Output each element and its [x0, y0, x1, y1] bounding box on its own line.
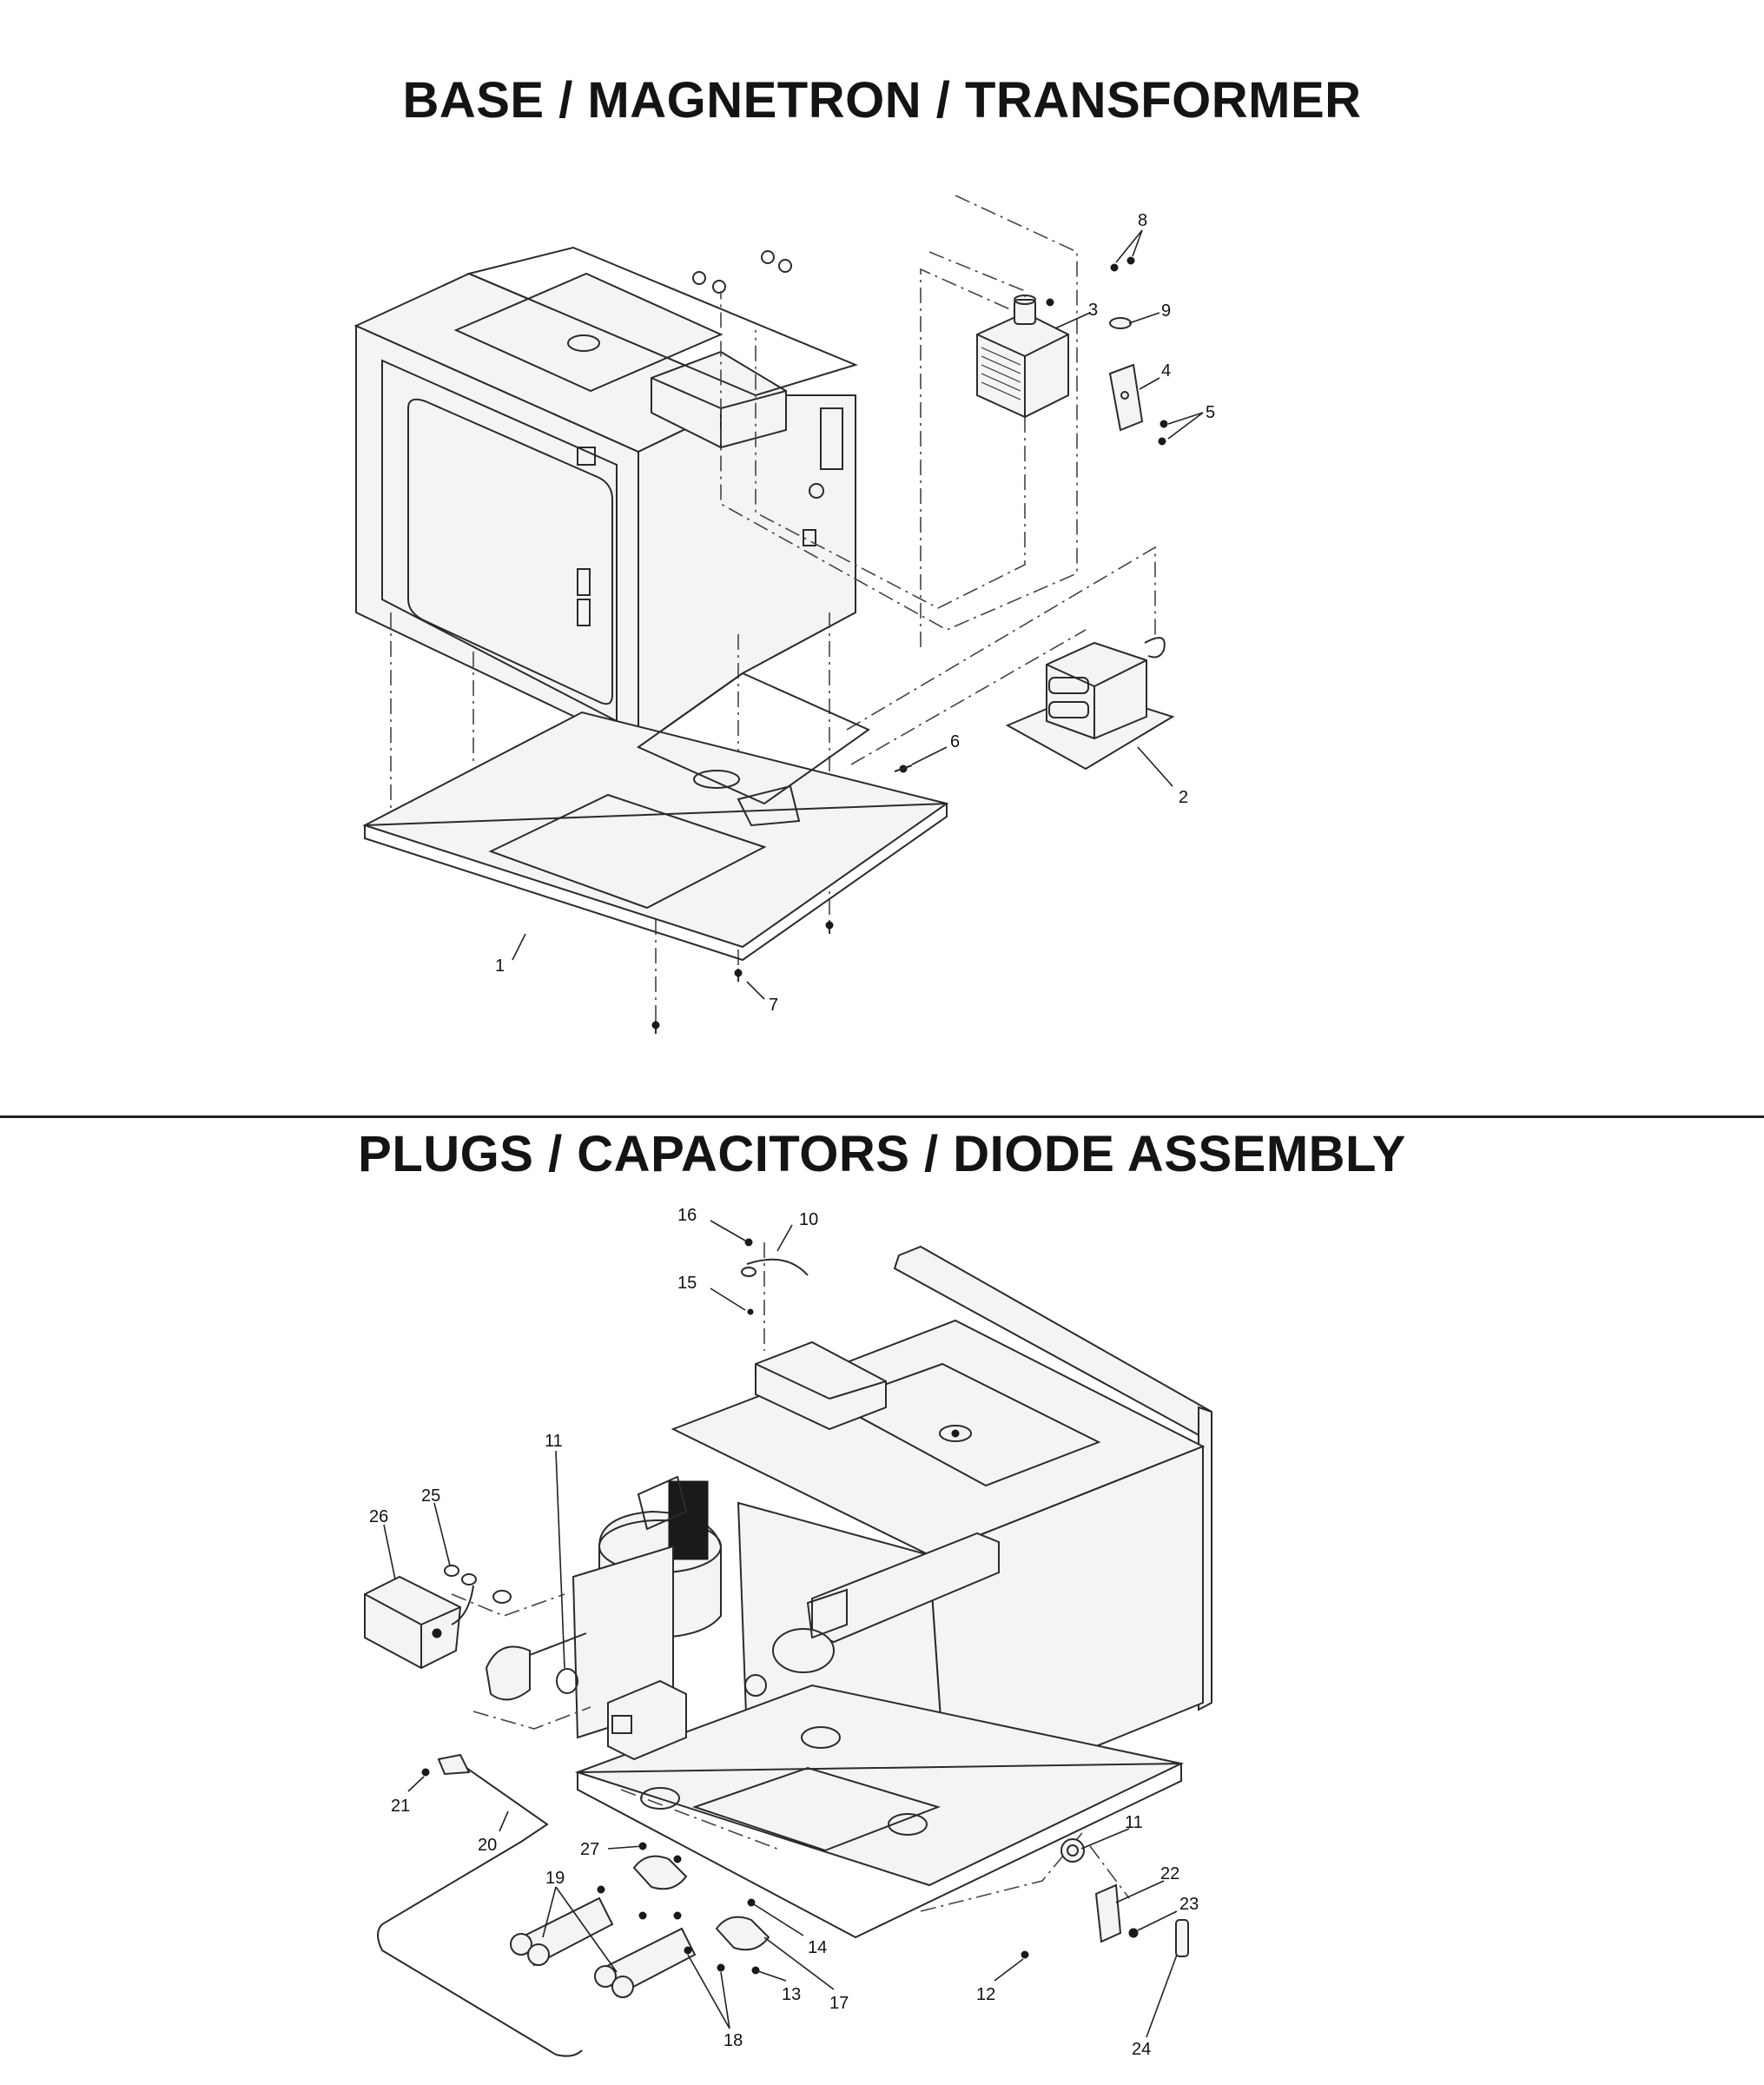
terminal-cover-part-26	[364, 1575, 462, 1670]
wire-and-screws-10-15-16	[741, 1238, 809, 1315]
callout-3: 3	[1088, 301, 1098, 320]
callout-2: 2	[1179, 788, 1188, 807]
callout-1: 1	[495, 956, 505, 976]
exploded-view-lines-bottom	[451, 1242, 1130, 1912]
thermal-cutout-part-9	[1109, 317, 1132, 329]
plug-part-11-left	[485, 1632, 587, 1701]
screw-parts-top	[651, 764, 913, 1034]
callout-14: 14	[808, 1938, 827, 1957]
section-title-plugs-capacitors-diode: PLUGS / CAPACITORS / DIODE ASSEMBLY	[358, 1126, 1406, 1182]
diode-assembly-motor	[744, 1588, 848, 1697]
section-title-base-magnetron-transformer: BASE / MAGNETRON / TRANSFORMER	[402, 72, 1362, 129]
callouts-bottom: 10 11 11 12 13 14 15 16 17 18 19 20 21 2…	[369, 1206, 1199, 2059]
callout-25: 25	[421, 1486, 440, 1506]
callout-19: 19	[545, 1869, 565, 1888]
callout-21: 21	[391, 1797, 410, 1816]
magnetron-part-3	[976, 295, 1069, 419]
callout-22: 22	[1160, 1864, 1179, 1883]
callout-18: 18	[723, 2031, 743, 2050]
callouts-top: 1 2 3 4 5 6 7 8 9	[495, 211, 1215, 1015]
callout-4: 4	[1161, 361, 1171, 381]
capacitors-part-19	[510, 1896, 697, 1998]
callout-10: 10	[799, 1210, 818, 1229]
callout-23: 23	[1179, 1895, 1199, 1914]
callout-5: 5	[1206, 403, 1215, 422]
transformer-part-2	[1005, 637, 1175, 771]
callout-16: 16	[677, 1206, 697, 1225]
control-panel-plate	[571, 1545, 687, 1761]
outlet-and-fuse-22-23-24	[1060, 1838, 1189, 1957]
callout-26: 26	[369, 1507, 388, 1526]
capacitor-clamps-14-17	[421, 1768, 1029, 1975]
oven-chassis-rear-view	[574, 1245, 1212, 1939]
callout-8: 8	[1138, 211, 1147, 230]
thermal-bracket-part-4	[1108, 363, 1144, 432]
grommet-part-25	[444, 1565, 512, 1625]
callout-27: 27	[580, 1840, 599, 1859]
callout-20: 20	[478, 1836, 497, 1855]
base-pan-part-1	[362, 672, 949, 962]
callout-17: 17	[829, 1994, 849, 2013]
callout-9: 9	[1161, 301, 1171, 321]
high-voltage-wire-part-20	[377, 1753, 583, 2057]
screws-part-8-and-5	[1046, 256, 1168, 446]
callout-13: 13	[782, 1985, 801, 2004]
oven-cavity-assembly	[353, 246, 858, 749]
callout-12: 12	[976, 1985, 995, 2004]
callout-11-lower: 11	[1125, 1813, 1143, 1832]
callout-11-upper: 11	[545, 1432, 563, 1451]
callout-6: 6	[950, 732, 960, 751]
section-divider	[0, 1115, 1764, 1118]
callout-15: 15	[677, 1274, 697, 1293]
callout-24: 24	[1132, 2040, 1151, 2059]
callout-7: 7	[769, 996, 778, 1015]
